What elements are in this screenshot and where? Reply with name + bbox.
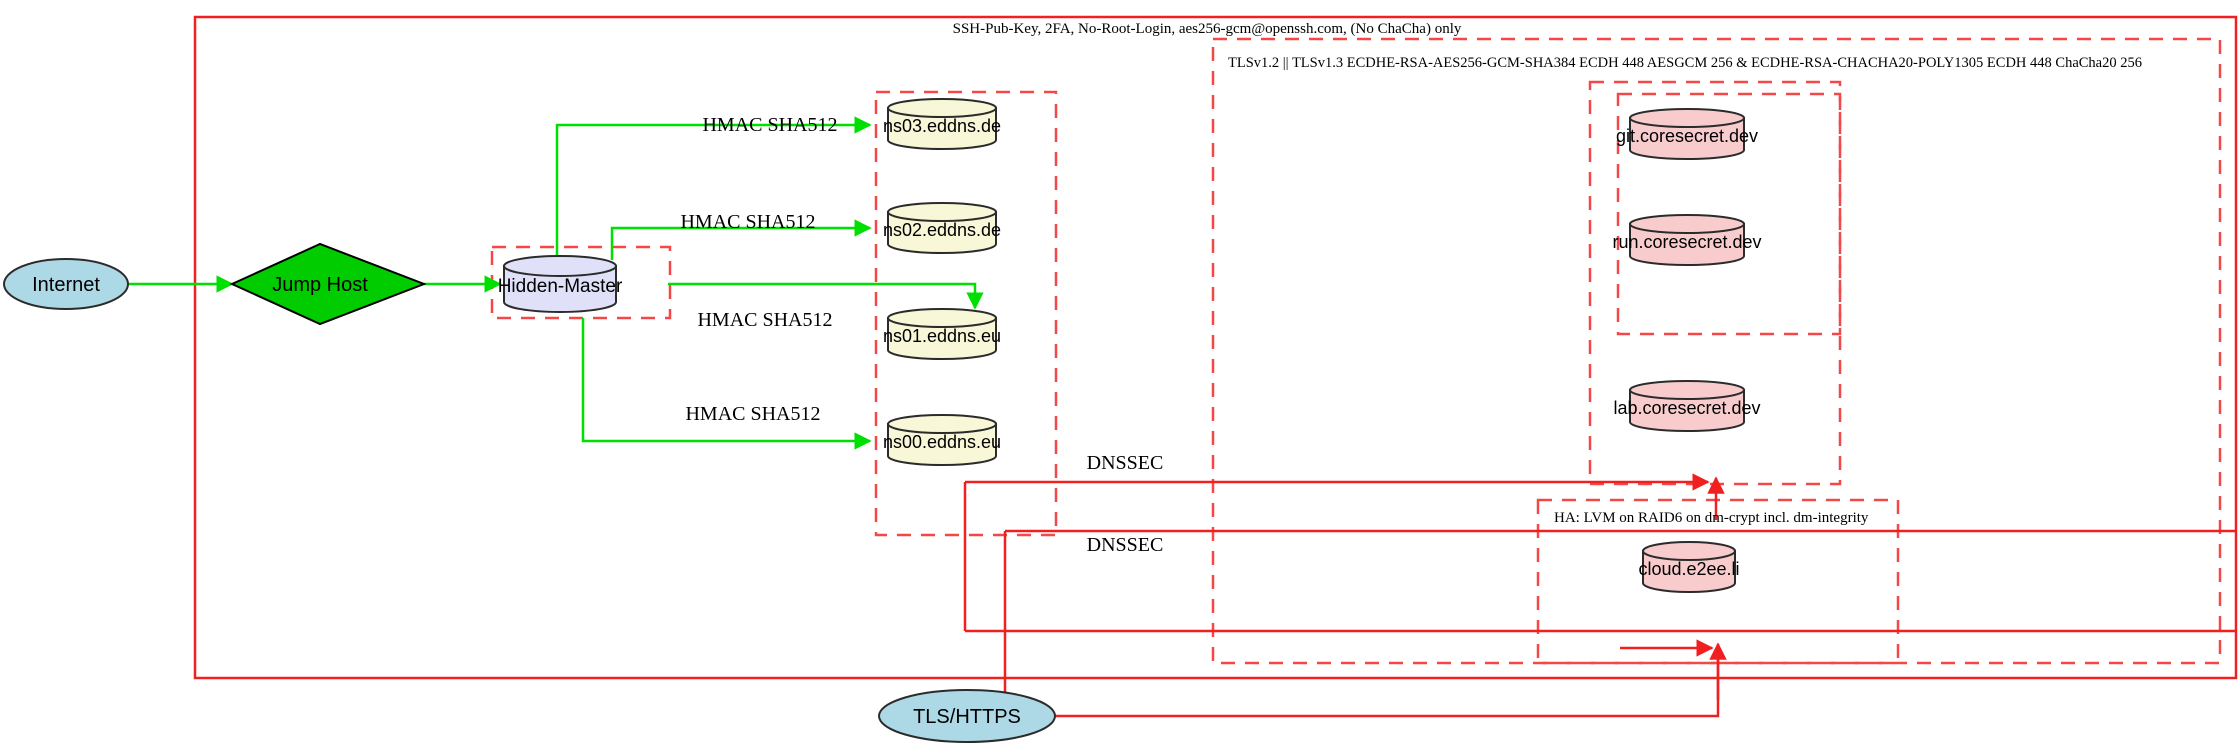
edge-hidden-master-to-ns02	[610, 219, 872, 260]
ns03-label: ns03.eddns.de	[883, 116, 1001, 136]
ns01-body	[887, 317, 997, 360]
node-lab-coresecret[interactable]: lab.coresecret.dev	[1613, 380, 1761, 432]
ns03-top	[887, 98, 997, 118]
edge-label-hmac-ns01: HMAC SHA512	[697, 309, 832, 331]
node-internet[interactable]: Internet	[3, 258, 129, 310]
run-top	[1629, 214, 1745, 234]
ns00-body	[887, 423, 997, 466]
edge-label-hmac-ns00: HMAC SHA512	[685, 403, 820, 425]
ssh-zone-label: SSH-Pub-Key, 2FA, No-Root-Login, aes256-…	[953, 21, 1462, 37]
jump-host-diamond	[229, 242, 427, 326]
run-label: run.coresecret.dev	[1612, 232, 1761, 252]
edge-tls-https-to-right-rail	[1055, 648, 1720, 718]
ns02-top	[887, 202, 997, 222]
edge-label-dnssec-lower: DNSSEC	[1087, 534, 1164, 556]
boundary-service-zone-inner	[1616, 92, 1842, 336]
lab-top	[1629, 380, 1745, 400]
lab-label: lab.coresecret.dev	[1613, 398, 1760, 418]
hidden-master-label: Hidden-Master	[498, 276, 623, 297]
node-tls-https[interactable]: TLS/HTTPS	[878, 689, 1056, 743]
edge-hidden-master-to-ns00	[581, 318, 872, 450]
internet-ellipse	[3, 258, 129, 310]
node-ns00[interactable]: ns00.eddns.eu	[883, 414, 1001, 466]
ns00-label: ns00.eddns.eu	[883, 432, 1001, 452]
run-body	[1629, 223, 1745, 266]
internet-label: Internet	[32, 274, 100, 296]
ns01-label: ns01.eddns.eu	[883, 326, 1001, 346]
hidden-master-body	[503, 265, 617, 313]
node-ns01[interactable]: ns01.eddns.eu	[883, 308, 1001, 360]
cloud-label: cloud.e2ee.li	[1638, 559, 1739, 579]
tls-https-ellipse	[878, 689, 1056, 743]
jump-host-label: Jump Host	[272, 274, 368, 296]
cloud-top	[1642, 541, 1736, 561]
ns02-body	[887, 211, 997, 254]
git-label: git.coresecret.dev	[1616, 126, 1758, 146]
ns03-body	[887, 107, 997, 150]
tls-https-label: TLS/HTTPS	[913, 706, 1021, 728]
node-jump-host[interactable]: Jump Host	[229, 242, 427, 326]
node-run-coresecret[interactable]: run.coresecret.dev	[1612, 214, 1762, 266]
node-cloud-e2ee[interactable]: cloud.e2ee.li	[1638, 541, 1740, 593]
lab-body	[1629, 389, 1745, 432]
edge-label-dnssec-upper: DNSSEC	[1087, 452, 1164, 474]
edge-label-hmac-ns03: HMAC SHA512	[702, 114, 837, 136]
git-body	[1629, 117, 1745, 160]
node-git-coresecret[interactable]: git.coresecret.dev	[1616, 108, 1758, 160]
node-ns03[interactable]: ns03.eddns.de	[883, 98, 1001, 150]
cloud-body	[1642, 550, 1736, 593]
ns02-label: ns02.eddns.de	[883, 220, 1001, 240]
node-hidden-master[interactable]: Hidden-Master	[498, 255, 623, 313]
edge-hidden-master-to-ns03	[555, 116, 872, 260]
boundary-ssh-zone	[193, 15, 2238, 680]
ns00-top	[887, 414, 997, 434]
tls-zone-label: TLSv1.2 || TLSv1.3 ECDHE-RSA-AES256-GCM-…	[1228, 55, 2142, 71]
ha-zone-label: HA: LVM on RAID6 on dm-crypt incl. dm-in…	[1554, 510, 1869, 526]
edge-label-hmac-ns02: HMAC SHA512	[680, 211, 815, 233]
git-top	[1629, 108, 1745, 128]
ns01-top	[887, 308, 997, 328]
edge-hidden-master-to-ns01	[668, 282, 984, 310]
hidden-master-top	[503, 255, 617, 277]
node-ns02[interactable]: ns02.eddns.de	[883, 202, 1001, 254]
